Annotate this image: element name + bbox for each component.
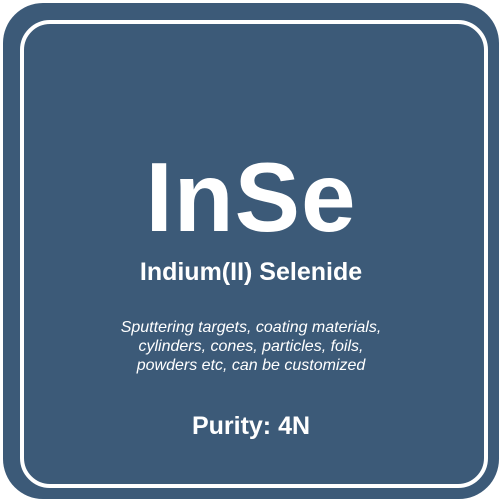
description-line: Sputtering targets, coating materials,	[120, 319, 382, 336]
chemical-formula: InSe	[145, 142, 357, 252]
description-line: powders etc, can be customized	[136, 357, 366, 374]
product-description: Sputtering targets, coating materials, c…	[0, 318, 502, 375]
description-line: cylinders, cones, particles, foils,	[138, 338, 364, 355]
product-tile	[3, 3, 499, 499]
tile-inner-border	[20, 20, 488, 488]
compound-name: Indium(II) Selenide	[139, 258, 363, 286]
purity-label: Purity: 4N	[191, 412, 311, 440]
